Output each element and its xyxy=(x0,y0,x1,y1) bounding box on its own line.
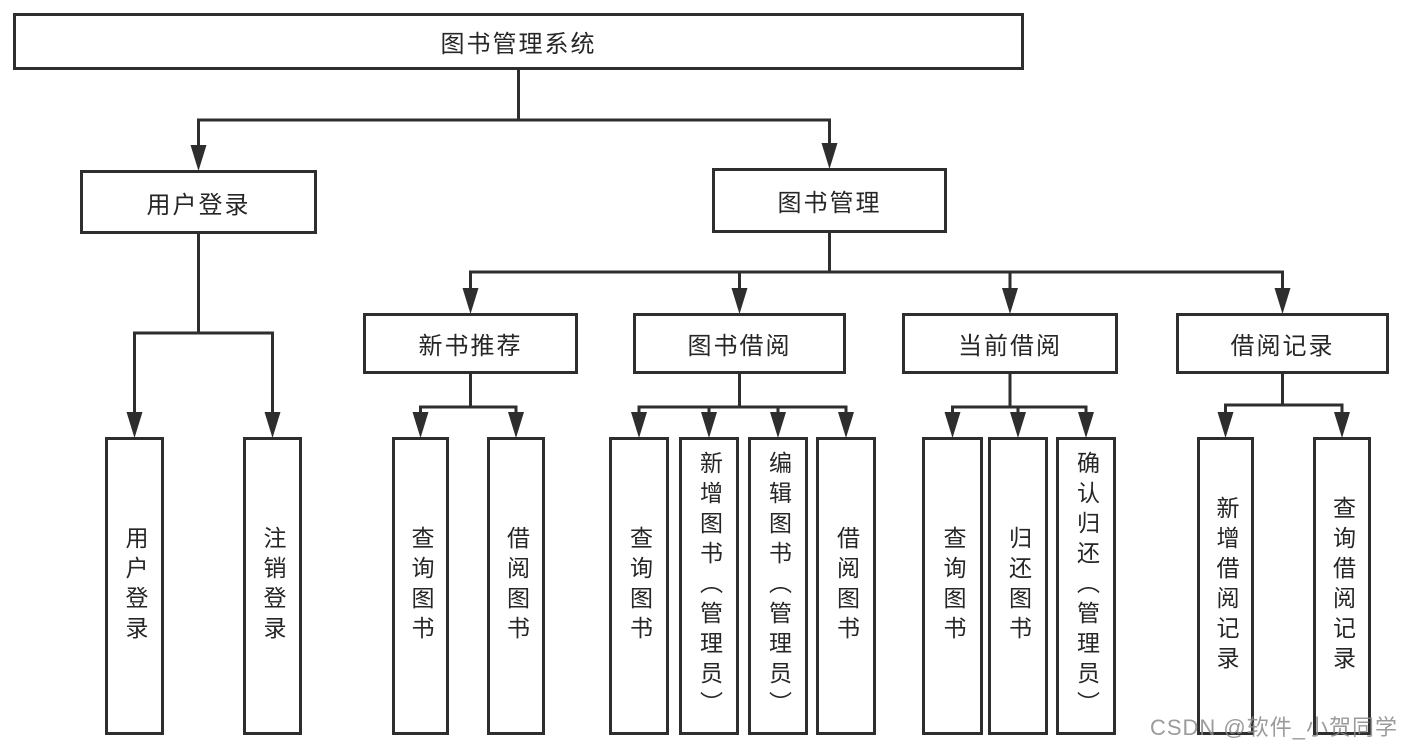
watermark: CSDN @软件_小贺同学 xyxy=(1149,715,1398,740)
edge-arrowhead-leaf-logout xyxy=(264,412,281,438)
node-leaf-edit-book: 编辑图书（管理员） xyxy=(748,437,808,735)
node-label-leaf-edit-book: 编辑图书（管理员） xyxy=(765,451,792,721)
node-label-leaf-query-book-cur: 查询图书 xyxy=(940,526,966,646)
node-label-leaf-add-book: 新增图书（管理员） xyxy=(696,451,723,721)
node-label-leaf-logout: 注销登录 xyxy=(260,526,286,646)
node-label-new-book-rec: 新书推荐 xyxy=(418,333,523,360)
edge-arrowhead-current-borrow xyxy=(1002,288,1018,314)
node-leaf-confirm-return: 确认归还（管理员） xyxy=(1056,437,1116,735)
node-leaf-query-book-cur: 查询图书 xyxy=(922,437,983,735)
node-label-leaf-return-book: 归还图书 xyxy=(1005,526,1032,646)
node-leaf-logout: 注销登录 xyxy=(243,437,302,735)
node-label-root: 图书管理系统 xyxy=(440,31,597,58)
edge-arrowhead-leaf-query-book-rec xyxy=(412,412,429,438)
edge-arrowhead-leaf-user-login xyxy=(126,412,143,438)
node-label-current-borrow: 当前借阅 xyxy=(958,333,1062,360)
node-label-book-mgmt: 图书管理 xyxy=(777,190,882,217)
node-root: 图书管理系统 xyxy=(13,13,1024,70)
edge-arrowhead-leaf-borrow-book-rec xyxy=(508,412,524,438)
node-leaf-user-login: 用户登录 xyxy=(105,437,164,735)
node-label-leaf-borrow-book-bb: 借阅图书 xyxy=(833,526,860,646)
node-leaf-query-book-rec: 查询图书 xyxy=(392,437,449,735)
node-leaf-return-book: 归还图书 xyxy=(988,437,1048,735)
edge-arrowhead-user-login xyxy=(190,145,207,171)
edge-arrowhead-leaf-return-book xyxy=(1010,412,1026,438)
node-label-user-login: 用户登录 xyxy=(146,191,251,219)
node-leaf-borrow-book-bb: 借阅图书 xyxy=(816,437,876,735)
edge-arrowhead-leaf-add-borrow-record xyxy=(1217,412,1234,438)
node-leaf-query-book-bb: 查询图书 xyxy=(609,437,669,735)
edge-arrowhead-leaf-add-book xyxy=(701,412,717,438)
node-label-book-borrow: 图书借阅 xyxy=(687,333,792,360)
edge-arrowhead-borrow-records xyxy=(1274,288,1291,314)
edge-arrowhead-book-borrow xyxy=(731,288,748,314)
node-label-leaf-add-borrow-record: 新增借阅记录 xyxy=(1213,496,1239,676)
node-label-leaf-query-book-rec: 查询图书 xyxy=(408,526,434,646)
edge-arrowhead-leaf-confirm-return xyxy=(1078,412,1094,438)
node-new-book-rec: 新书推荐 xyxy=(363,313,578,374)
node-label-leaf-user-login: 用户登录 xyxy=(122,526,148,646)
node-label-leaf-query-borrow-record: 查询借阅记录 xyxy=(1329,496,1356,676)
edge-arrowhead-book-mgmt xyxy=(821,143,838,169)
node-label-borrow-records: 借阅记录 xyxy=(1230,333,1335,360)
node-book-mgmt: 图书管理 xyxy=(712,168,947,233)
node-label-leaf-confirm-return: 确认归还（管理员） xyxy=(1073,451,1100,721)
node-user-login: 用户登录 xyxy=(80,170,317,234)
node-leaf-add-book: 新增图书（管理员） xyxy=(679,437,739,735)
node-leaf-add-borrow-record: 新增借阅记录 xyxy=(1197,437,1254,735)
node-leaf-borrow-book-rec: 借阅图书 xyxy=(487,437,545,735)
node-leaf-query-borrow-record: 查询借阅记录 xyxy=(1313,437,1371,735)
node-current-borrow: 当前借阅 xyxy=(902,313,1118,374)
node-label-leaf-query-book-bb: 查询图书 xyxy=(626,526,653,646)
node-book-borrow: 图书借阅 xyxy=(633,313,846,374)
node-borrow-records: 借阅记录 xyxy=(1176,313,1389,374)
node-label-leaf-borrow-book-rec: 借阅图书 xyxy=(503,526,530,646)
edge-arrowhead-new-book-rec xyxy=(462,288,479,314)
edge-arrowhead-leaf-query-borrow-record xyxy=(1334,412,1350,438)
edge-arrowhead-leaf-query-book-cur xyxy=(944,412,961,438)
edge-arrowhead-leaf-query-book-bb xyxy=(631,412,647,438)
edge-arrowhead-leaf-edit-book xyxy=(770,412,786,438)
edge-arrowhead-leaf-borrow-book-bb xyxy=(838,412,854,438)
